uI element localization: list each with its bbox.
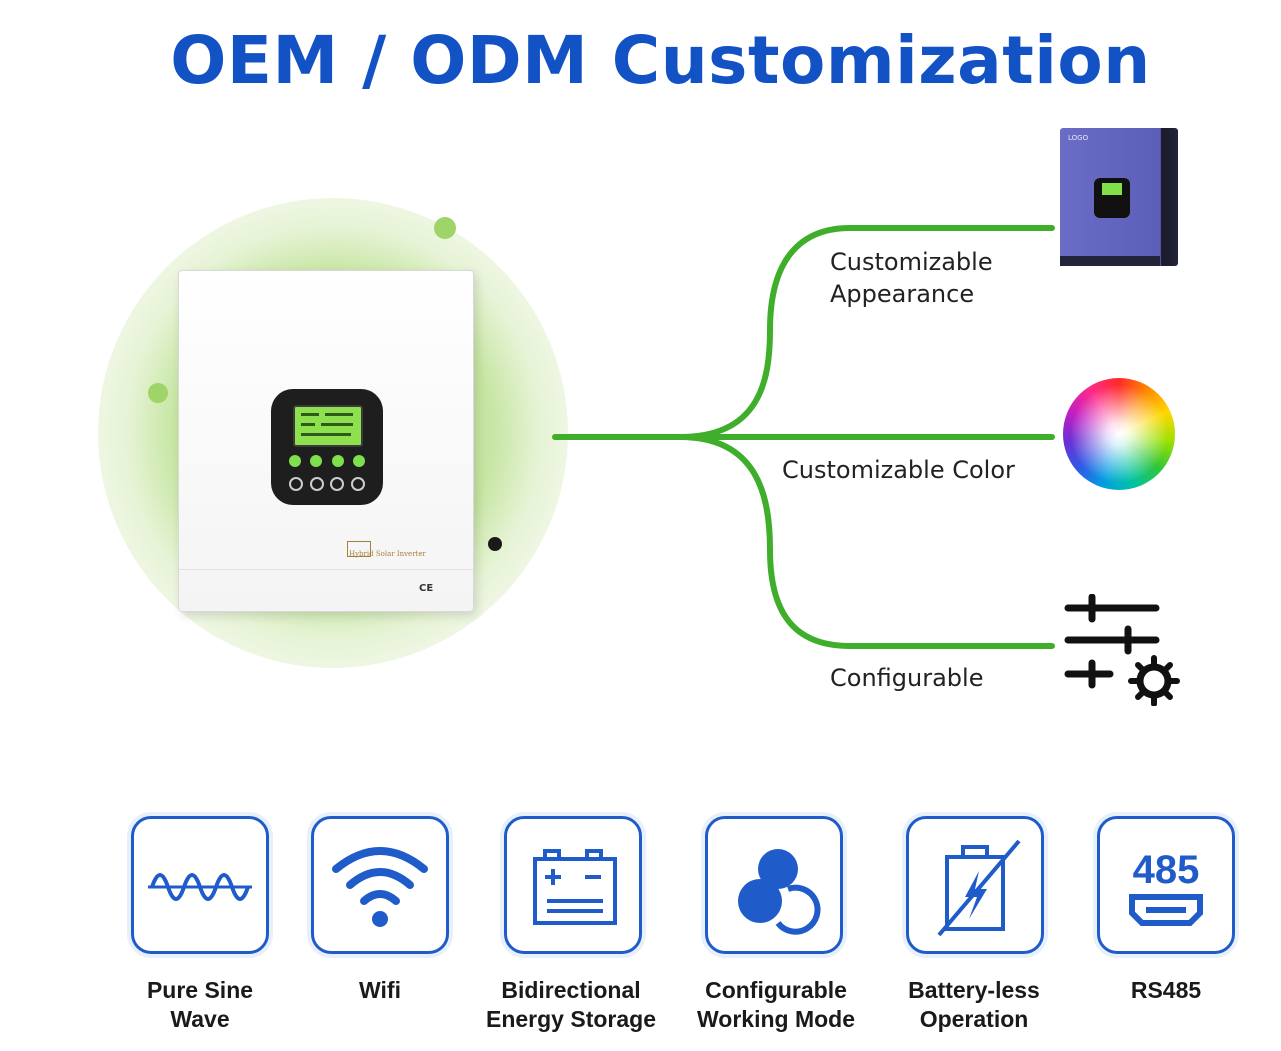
branch-label-color: Customizable Color [782, 456, 1015, 484]
label-line: Appearance [830, 280, 975, 308]
lcd-screen [293, 405, 363, 447]
led-indicators [289, 455, 365, 467]
label-line: Operation [919, 1006, 1029, 1032]
sliders-gear-icon [1064, 594, 1180, 706]
label-line: Configurable [705, 977, 847, 1003]
brand-logo [347, 541, 371, 557]
rs485-icon-text: 485 [1133, 848, 1200, 892]
inverter-seam [179, 569, 473, 570]
label-line: RS485 [1130, 977, 1202, 1003]
feature-card-bidirectional [504, 816, 642, 954]
branch-label-appearance: Customizable Appearance [830, 246, 993, 310]
feature-card-working-mode [705, 816, 843, 954]
branch-label-configurable: Configurable [830, 664, 984, 692]
feature-label-battery-less: Battery-less Operation [874, 976, 1074, 1034]
working-mode-icon [738, 849, 821, 935]
label-line: Pure Sine [146, 977, 254, 1003]
battery-icon [533, 849, 617, 925]
halo-dot [434, 217, 456, 239]
feature-card-wifi [311, 816, 449, 954]
rs485-port-icon: 485 [1129, 848, 1203, 926]
feature-label-bidirectional: Bidirectional Energy Storage [471, 976, 671, 1034]
panel-buttons [289, 477, 365, 491]
label-line: Working Mode [696, 1006, 855, 1032]
purple-inverter-screen [1094, 178, 1130, 218]
feature-label-wifi: Wifi [280, 976, 480, 1005]
branch-line-configurable [677, 434, 1055, 649]
feature-label-pure-sine: Pure Sine Wave [100, 976, 300, 1034]
label-line: Customizable [830, 248, 993, 276]
halo-dot [148, 383, 168, 403]
purple-inverter-base [1060, 256, 1160, 266]
inverter-brand-label: Hybrid Solar Inverter [349, 550, 426, 558]
page-title: OEM / ODM Customization [170, 22, 1151, 99]
feature-card-pure-sine [131, 816, 269, 954]
inverter-control-panel [271, 389, 383, 505]
label-line: Bidirectional [501, 977, 641, 1003]
label-line: Wave [170, 1006, 230, 1032]
halo-dot [488, 537, 502, 551]
feature-label-rs485: RS485 [1066, 976, 1266, 1005]
branch-line-appearance [677, 225, 1055, 440]
feature-label-working-mode: Configurable Working Mode [676, 976, 876, 1034]
battery-less-icon [937, 839, 1021, 937]
purple-inverter-image: LOGO [1060, 128, 1178, 266]
label-line: Battery-less [908, 977, 1040, 1003]
ce-mark: CE [419, 583, 434, 594]
feature-card-battery-less [906, 816, 1044, 954]
wifi-icon [332, 847, 428, 927]
purple-inverter-logo: LOGO [1068, 134, 1089, 142]
inverter-product-image: Hybrid Solar Inverter CE [178, 270, 474, 612]
label-line: Wifi [359, 977, 401, 1003]
color-wheel-icon [1063, 378, 1175, 490]
sine-wave-icon [148, 873, 252, 901]
feature-card-rs485: 485 [1097, 816, 1235, 954]
label-line: Energy Storage [486, 1006, 656, 1032]
